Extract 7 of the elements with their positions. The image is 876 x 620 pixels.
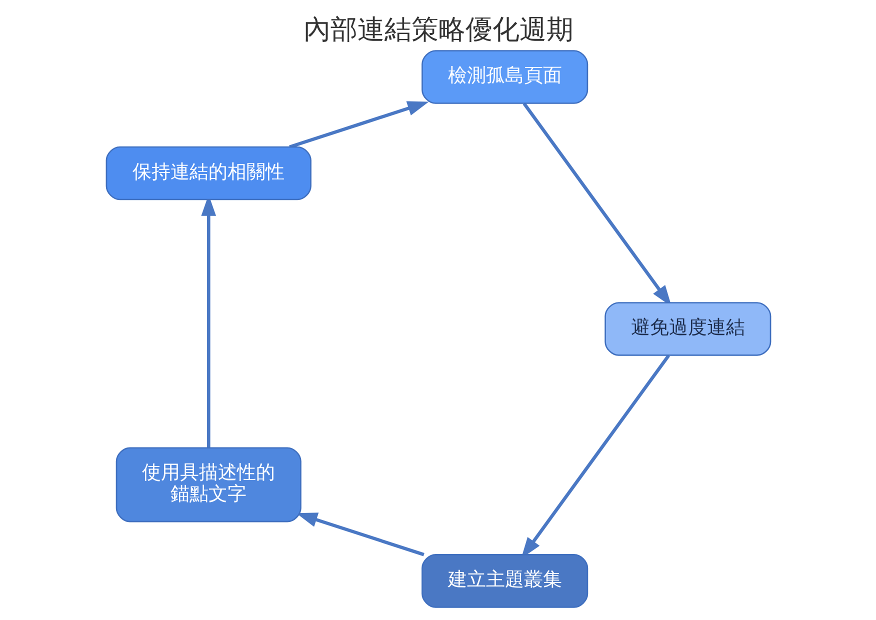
node-box: 檢測孤島頁面 <box>421 50 588 104</box>
node-box: 避免過度連結 <box>604 302 771 356</box>
arrow <box>288 101 428 149</box>
node-box: 使用具描述性的錨點文字 <box>115 447 301 522</box>
diagram-title: 內部連結策略優化週期 <box>303 14 573 46</box>
node-box: 保持連結的相關性 <box>105 146 311 200</box>
node-box: 建立主題叢集 <box>421 554 588 608</box>
